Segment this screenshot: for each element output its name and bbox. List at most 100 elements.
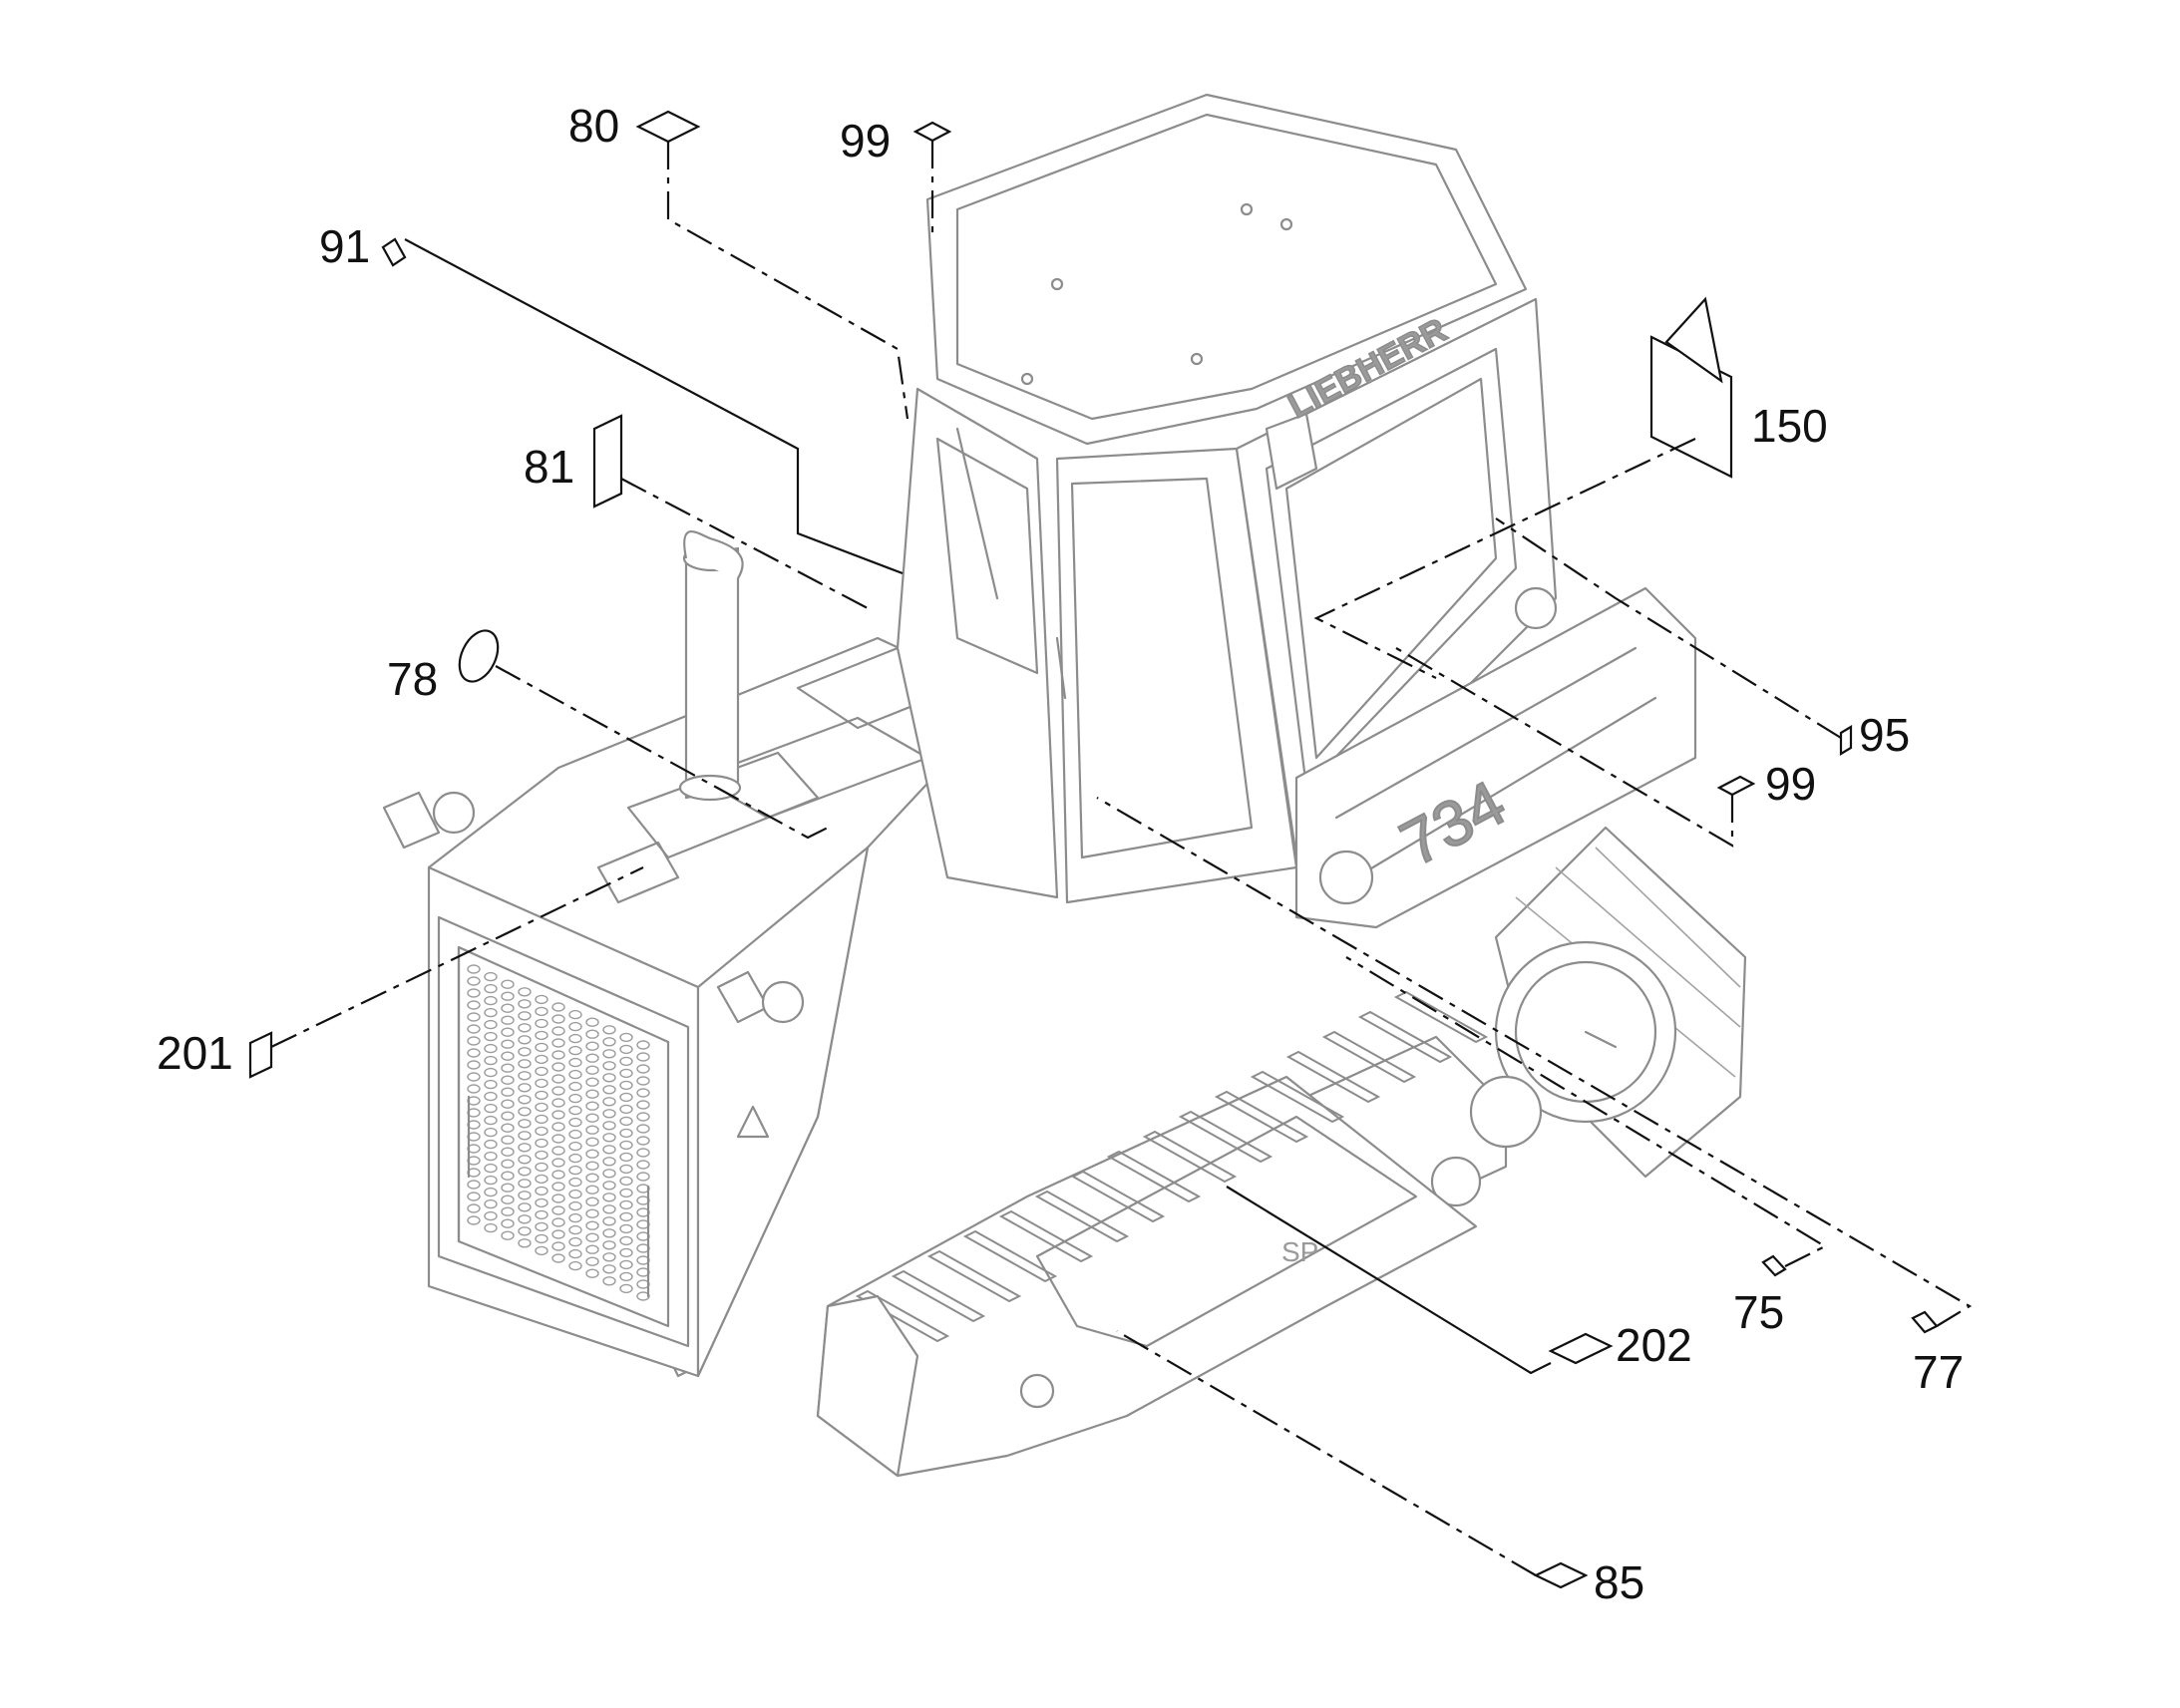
- grille-hole: [518, 1119, 532, 1129]
- grille-hole: [501, 1195, 515, 1204]
- decal-99-top-symbol: [912, 121, 952, 143]
- grille-hole: [551, 1170, 565, 1180]
- grille-hole: [551, 1122, 565, 1132]
- grille-hole: [535, 1018, 548, 1029]
- grille-hole: [518, 1167, 532, 1177]
- grille-hole: [602, 1025, 616, 1035]
- grille-hole: [501, 1135, 515, 1145]
- track-shoe: [998, 1209, 1094, 1263]
- grille-hole: [636, 1172, 650, 1182]
- decal-99-right-symbol: [1716, 775, 1756, 797]
- track-shoe: [926, 1249, 1022, 1303]
- grille-hole: [568, 1165, 582, 1176]
- grille-hole: [518, 1202, 532, 1212]
- grille-hole: [619, 1199, 633, 1210]
- grille-hole: [619, 1068, 633, 1079]
- warning-triangle-icon: [736, 1105, 770, 1139]
- grille-hole: [484, 995, 498, 1006]
- front-work-lights: [382, 791, 805, 1024]
- grille-hole: [568, 1236, 582, 1247]
- grille-hole: [484, 1019, 498, 1030]
- grille-hole: [602, 1109, 616, 1119]
- leader-lines: [270, 141, 1973, 1576]
- grille-hole: [636, 1160, 650, 1170]
- grille-hole: [518, 1214, 532, 1224]
- grille-hole: [467, 1203, 481, 1213]
- grille-hole: [535, 1221, 548, 1232]
- grille-hole: [568, 1057, 582, 1068]
- grille-hole: [585, 1101, 599, 1111]
- grille-hole: [602, 1157, 616, 1167]
- grille-hole: [484, 1210, 498, 1221]
- grille-hole: [535, 1054, 548, 1065]
- grille-hole: [501, 991, 515, 1001]
- grille-hole: [467, 1000, 481, 1010]
- grille-hole: [467, 1060, 481, 1070]
- grille-hole: [568, 1009, 582, 1020]
- grille-hole: [535, 994, 548, 1005]
- grille-hole: [619, 1080, 633, 1091]
- grille-hole: [602, 1252, 616, 1262]
- grille-hole: [619, 1176, 633, 1187]
- grille-hole: [602, 1240, 616, 1250]
- grille-hole: [501, 1051, 515, 1061]
- grille-hole: [585, 1089, 599, 1099]
- grille-hole: [518, 1131, 532, 1141]
- track-shoe: [962, 1229, 1058, 1283]
- grille-hole: [568, 1093, 582, 1104]
- callout-81: 81: [524, 441, 574, 493]
- grille-hole: [535, 1102, 548, 1113]
- grille-hole: [551, 1205, 565, 1215]
- grille-hole: [484, 1175, 498, 1186]
- track-shoe: [1321, 1030, 1417, 1084]
- grille-hole: [484, 1043, 498, 1054]
- side-tank: 734: [1294, 586, 1697, 929]
- grille-hole: [484, 1079, 498, 1090]
- grille-hole: [535, 1126, 548, 1137]
- callout-202: 202: [1616, 1319, 1692, 1371]
- grille-hole: [501, 1039, 515, 1049]
- grille-hole: [467, 1180, 481, 1190]
- decal-symbols: [248, 110, 1939, 1589]
- grille-hole: [501, 1147, 515, 1157]
- grille-hole: [535, 1233, 548, 1244]
- grille-hole: [501, 1063, 515, 1073]
- grille-hole: [551, 1014, 565, 1024]
- track-shoe: [1106, 1150, 1202, 1203]
- grille-hole: [501, 1075, 515, 1085]
- grille-hole: [602, 1121, 616, 1131]
- grille-hole: [619, 1116, 633, 1127]
- exhaust-stack: [678, 530, 744, 802]
- track-shoe: [1142, 1130, 1238, 1184]
- grille-hole: [619, 1128, 633, 1139]
- grille-hole: [619, 1247, 633, 1258]
- track-shoe: [1178, 1110, 1273, 1164]
- grille-hole: [636, 1124, 650, 1134]
- grille-hole: [535, 1209, 548, 1220]
- grille-hole: [568, 1033, 582, 1044]
- grille-hole: [551, 1253, 565, 1263]
- decal-78-symbol: [458, 629, 500, 683]
- grille-hole: [484, 1163, 498, 1174]
- grille-hole: [551, 1002, 565, 1012]
- grille-hole: [585, 1149, 599, 1159]
- grille-hole: [551, 1026, 565, 1036]
- grille-hole: [501, 1111, 515, 1121]
- grille-hole: [518, 1011, 532, 1021]
- callout-75: 75: [1733, 1286, 1784, 1338]
- grille-hole: [568, 1224, 582, 1235]
- track-shoe: [1070, 1170, 1166, 1223]
- track-shoe: [1357, 1010, 1453, 1064]
- grille-hole: [501, 1206, 515, 1216]
- grille-hole: [568, 1117, 582, 1128]
- track-shoe: [1393, 990, 1489, 1044]
- grille-hole: [535, 1186, 548, 1196]
- grille-hole: [568, 1129, 582, 1140]
- grille-hole: [602, 1145, 616, 1155]
- grille-hole: [501, 1183, 515, 1193]
- grille-hole: [585, 1041, 599, 1051]
- grille-hole: [619, 1188, 633, 1198]
- grille-hole: [518, 1047, 532, 1057]
- grille-hole: [551, 1194, 565, 1203]
